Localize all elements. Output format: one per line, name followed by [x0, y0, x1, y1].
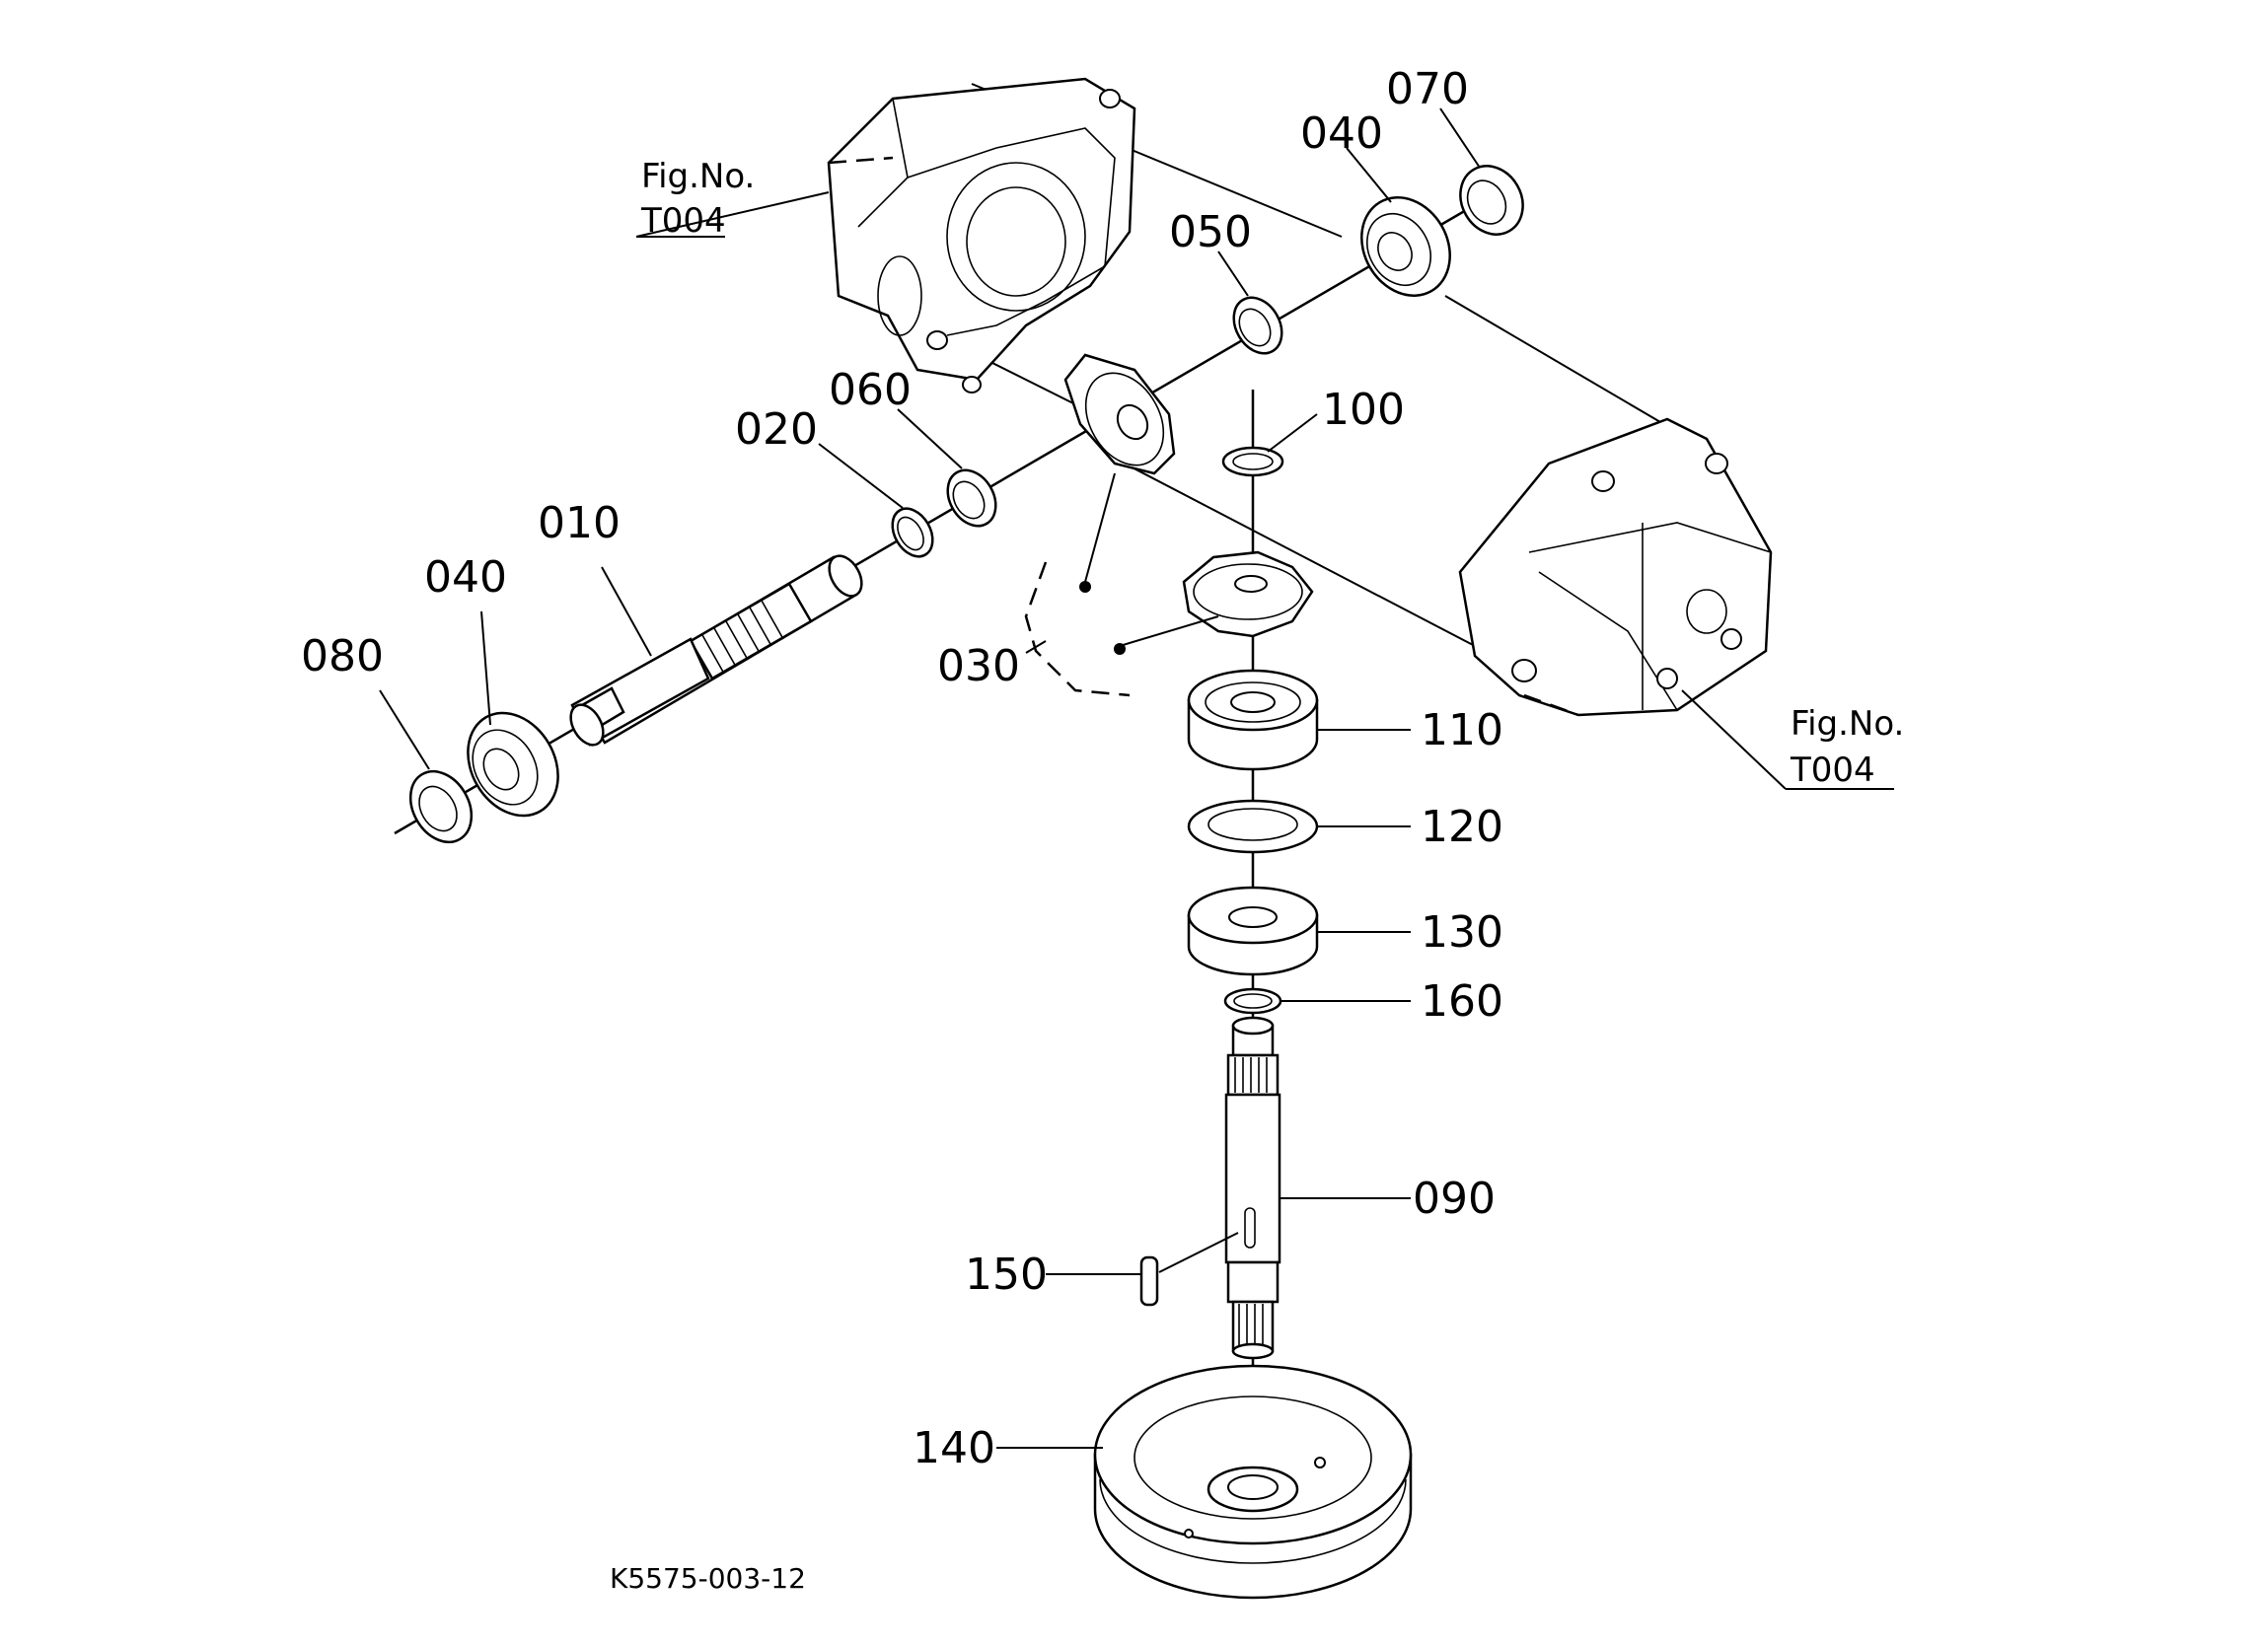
leader-040-left	[480, 610, 491, 726]
leader-030	[1025, 640, 1047, 654]
leader-050	[1217, 250, 1249, 297]
callout-090: 090	[1413, 1174, 1496, 1224]
part-040-bearing-left	[467, 711, 559, 818]
leader-030-a	[1084, 472, 1116, 583]
fig-ref-right-line1: Fig.No.	[1791, 704, 1904, 744]
part-030-bevel-gear-horizontal	[1063, 353, 1176, 475]
leader-060	[897, 408, 963, 469]
part-040-bearing-top	[1360, 196, 1451, 297]
callout-060: 060	[829, 365, 912, 415]
part-130-collar	[1187, 886, 1319, 976]
fig-ref-right-line2: T004	[1790, 751, 1875, 790]
part-120-shim	[1187, 799, 1319, 854]
callout-140: 140	[913, 1423, 995, 1473]
part-020-snap-ring	[891, 507, 934, 558]
callout-120: 120	[1421, 802, 1503, 852]
part-080-oil-seal	[408, 769, 474, 844]
fig-ref-top-line2: T004	[640, 201, 726, 241]
callout-030: 030	[937, 641, 1020, 691]
part-060-shim	[946, 468, 997, 528]
callout-010: 010	[538, 498, 621, 548]
leader-010	[601, 566, 652, 657]
callout-050: 050	[1169, 207, 1252, 257]
leader-100	[1267, 413, 1318, 453]
callout-130: 130	[1421, 907, 1503, 958]
part-030-bevel-gear-vertical	[1182, 550, 1314, 638]
leader-070	[1439, 107, 1481, 169]
leader-150-to-shaft	[1158, 1232, 1239, 1273]
part-090-vertical-shaft	[1224, 1016, 1281, 1360]
callout-150: 150	[965, 1250, 1048, 1300]
drawing-code: K5575-003-12	[610, 1562, 806, 1595]
callout-080: 080	[301, 631, 384, 681]
callout-040-left: 040	[424, 552, 507, 603]
part-100-snap-ring	[1221, 446, 1284, 477]
fig-ref-leader-top	[635, 191, 830, 238]
part-070-oil-seal	[1459, 165, 1524, 236]
callout-070: 070	[1386, 64, 1469, 114]
part-010-shaft	[569, 554, 863, 747]
group-bracket-030	[1024, 561, 1131, 697]
part-150-key	[1139, 1255, 1159, 1307]
callout-020: 020	[735, 404, 818, 455]
leader-080	[379, 689, 430, 770]
callout-040-top: 040	[1300, 108, 1383, 159]
fig-ref-leader-right	[1681, 689, 1787, 790]
callout-100: 100	[1322, 385, 1405, 435]
dot-030-b	[1114, 643, 1126, 655]
part-110-bearing	[1187, 669, 1319, 771]
part-160-snap-ring	[1223, 987, 1282, 1015]
part-140-pulley	[1093, 1364, 1413, 1600]
leader-040-top	[1346, 147, 1392, 203]
fig-ref-top-line1: Fig.No.	[641, 157, 755, 196]
callout-160: 160	[1421, 976, 1503, 1027]
gear-case-upper	[827, 77, 1136, 394]
gear-case-lower	[1458, 417, 1773, 717]
leader-030-b	[1119, 615, 1219, 647]
callout-110: 110	[1421, 705, 1503, 755]
part-050-shim	[1232, 296, 1283, 355]
dot-030-a	[1079, 581, 1091, 593]
leader-020	[818, 443, 904, 509]
